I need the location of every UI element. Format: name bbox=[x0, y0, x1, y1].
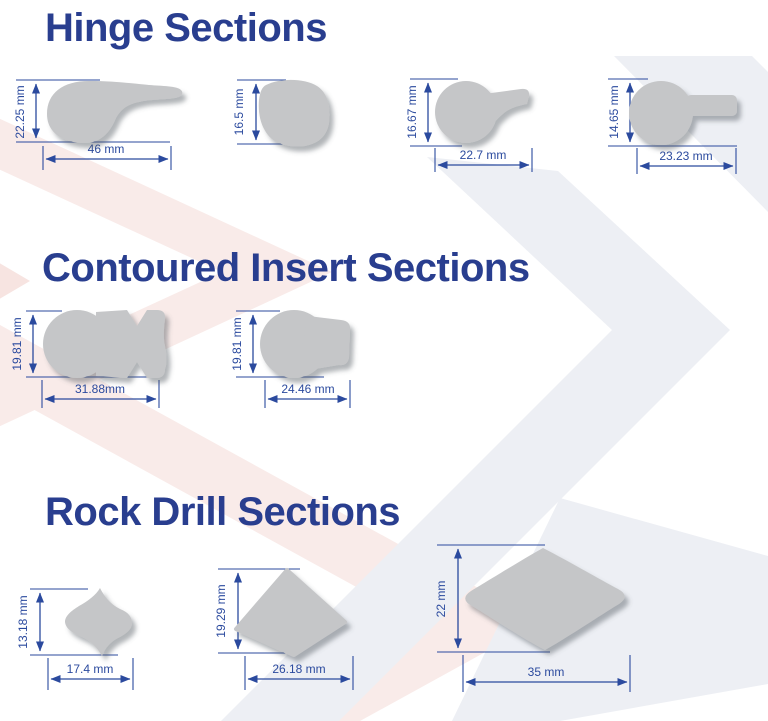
dimension-label: 22.7 mm bbox=[460, 148, 507, 162]
dimension-label: 31.88mm bbox=[75, 382, 125, 396]
shape-tab bbox=[686, 95, 737, 116]
dimension-label: 19.81 mm bbox=[230, 317, 244, 370]
hinge-shape-3-dimensions: 16.67 mm 22.7 mm bbox=[405, 78, 533, 172]
dimension-label: 19.29 mm bbox=[214, 584, 228, 637]
shape-tenon bbox=[96, 310, 167, 378]
contoured-shape-1-dimensions: 19.81 mm 31.88mm bbox=[10, 310, 160, 408]
shape-body-circle bbox=[629, 81, 693, 145]
hinge-shape-4-dimensions: 14.65 mm 23.23 mm bbox=[607, 78, 737, 174]
dimension-label: 17.4 mm bbox=[67, 662, 114, 676]
dimension-label: 24.46 mm bbox=[281, 382, 334, 396]
rock-drill-shape-3-dimensions: 22 mm 35 mm bbox=[434, 544, 631, 692]
dimension-label: 14.65 mm bbox=[607, 85, 621, 138]
shape-outline bbox=[65, 588, 132, 656]
hinge-shape-3 bbox=[435, 81, 530, 143]
hinge-shape-1 bbox=[47, 81, 183, 143]
dimension-label: 26.18 mm bbox=[272, 662, 325, 676]
shape-outline bbox=[465, 548, 625, 650]
section-title-rock-drill: Rock Drill Sections bbox=[45, 490, 401, 534]
hinge-shape-4 bbox=[629, 81, 737, 145]
dimension-label: 19.81 mm bbox=[10, 317, 24, 370]
contoured-shape-2 bbox=[260, 310, 351, 378]
hinge-shape-1-dimensions: 22.25 mm 46 mm bbox=[13, 79, 172, 170]
shape-body-circle bbox=[43, 310, 111, 378]
shape-outline bbox=[234, 568, 347, 657]
dimension-label: 23.23 mm bbox=[659, 149, 712, 163]
shape-outline bbox=[258, 79, 330, 147]
section-title-contoured: Contoured Insert Sections bbox=[42, 246, 530, 290]
hinge-shape-2 bbox=[258, 79, 330, 147]
dimension-label: 16.67 mm bbox=[405, 85, 419, 138]
dimension-label: 35 mm bbox=[528, 665, 565, 679]
watermark-pink-chevron-small bbox=[0, 263, 30, 299]
dimension-label: 22.25 mm bbox=[13, 85, 27, 138]
shape-tab bbox=[483, 88, 530, 123]
rock-drill-shape-3 bbox=[465, 548, 625, 650]
rock-drill-shape-2 bbox=[234, 568, 347, 657]
dimension-label: 13.18 mm bbox=[16, 595, 30, 648]
watermark-gray-chevron-main bbox=[221, 157, 730, 721]
shape-tab bbox=[302, 316, 351, 369]
contoured-shape-2-dimensions: 19.81 mm 24.46 mm bbox=[230, 310, 351, 408]
hinge-shape-2-dimensions: 16.5 mm bbox=[232, 79, 292, 145]
rock-drill-shape-1 bbox=[65, 588, 132, 656]
dimension-label: 46 mm bbox=[88, 142, 125, 156]
watermark-pink-chevron-lower bbox=[0, 325, 540, 721]
shape-outline bbox=[47, 81, 183, 143]
dimension-label: 16.5 mm bbox=[232, 89, 246, 136]
section-title-hinge: Hinge Sections bbox=[45, 6, 327, 50]
rock-drill-shape-2-dimensions: 19.29 mm 26.18 mm bbox=[214, 568, 354, 690]
dimension-label: 22 mm bbox=[434, 581, 448, 618]
contoured-shape-1 bbox=[43, 310, 167, 378]
shape-body-circle bbox=[435, 81, 497, 143]
rock-drill-shape-1-dimensions: 13.18 mm 17.4 mm bbox=[16, 588, 134, 690]
